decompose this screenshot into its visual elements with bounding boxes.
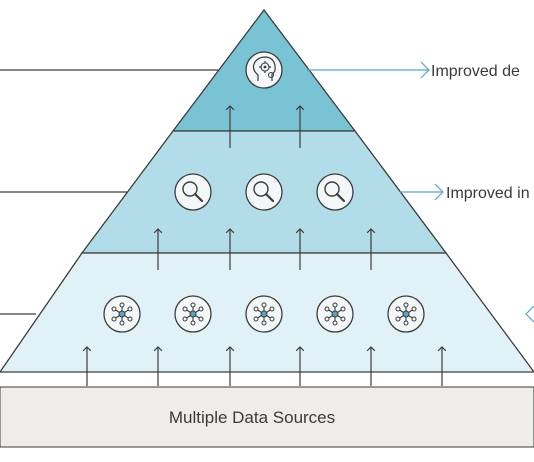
right-leader-bottom-chevron: [525, 305, 534, 323]
network-hub-icon: [103, 295, 141, 333]
bottom-icon-row: [103, 295, 425, 333]
right-leader-middle-chevron: [434, 183, 444, 201]
arrows-middle-tier: [153, 228, 376, 270]
arrows-bottom-tier: [82, 346, 447, 386]
network-hub-icon: [387, 295, 425, 333]
base-label: Multiple Data Sources: [169, 408, 335, 427]
magnifier-icon: [174, 173, 212, 211]
right-leader-top-chevron: [420, 61, 430, 79]
base-box: [0, 386, 534, 448]
magnifier-icon: [316, 173, 354, 211]
magnifier-icon: [245, 173, 283, 211]
network-hub-icon: [174, 295, 212, 333]
network-hub-icon: [316, 295, 354, 333]
right-label-middle: Improved in: [446, 185, 530, 202]
brain-gear-icon: [245, 51, 283, 89]
right-label-top: Improved de: [431, 63, 520, 80]
middle-icon-row: [174, 173, 354, 211]
network-hub-icon: [245, 295, 283, 333]
arrows-top-tier: [225, 105, 305, 148]
